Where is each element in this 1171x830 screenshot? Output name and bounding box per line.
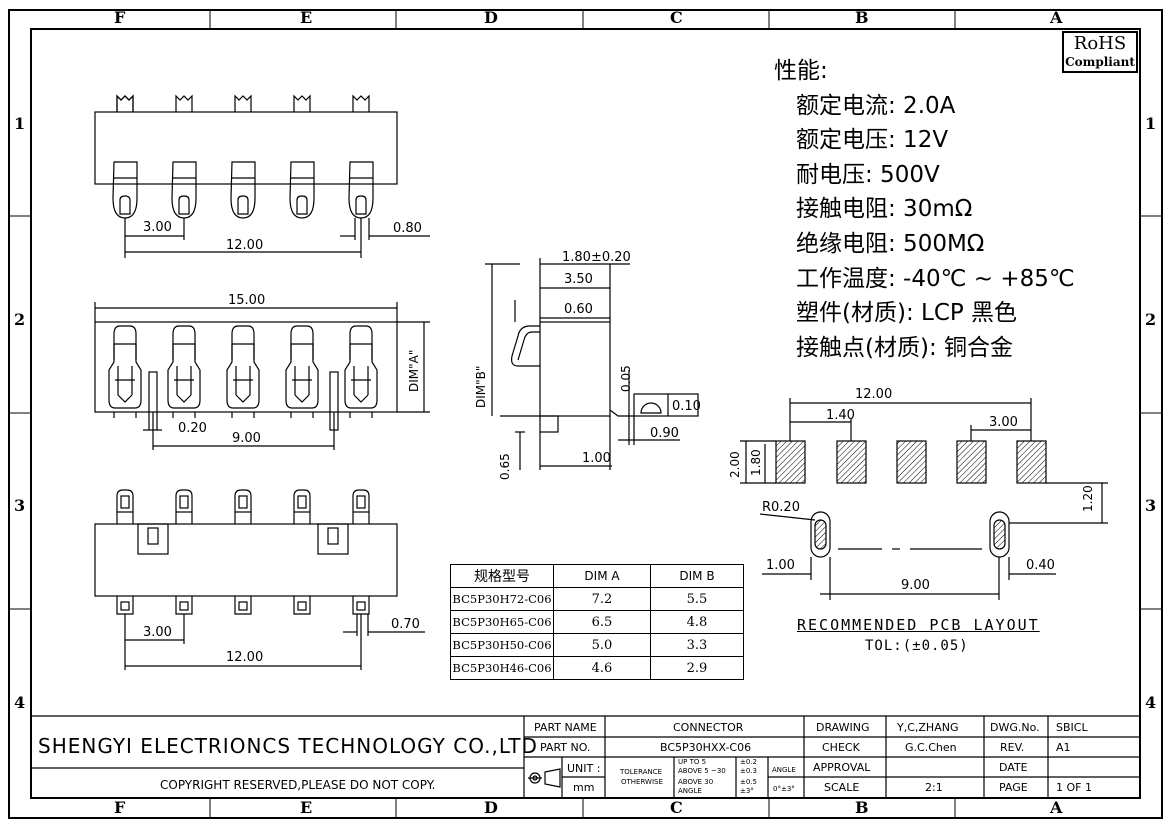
page-value: 1 OF 1 — [1056, 781, 1092, 794]
zone-col-f-top: F — [114, 8, 126, 27]
dim-table-header-cell: DIM A — [553, 564, 651, 588]
tol-up5-value: ±0.2 — [740, 758, 757, 766]
zone-col-a-top: A — [1050, 8, 1063, 27]
spec-list: 性能: 额定电流: 2.0A 额定电压: 12V 耐电压: 500V 接触电阻:… — [774, 54, 1075, 365]
zone-col-b-bottom: B — [855, 798, 869, 817]
dim-table-header-cell: 规格型号 — [450, 564, 554, 588]
table-row: BC5P30H72-C06 7.2 5.5 — [450, 587, 744, 611]
table-cell: BC5P30H72-C06 — [450, 587, 554, 611]
dim-table-header: 规格型号 DIM A DIM B — [450, 564, 744, 588]
table-cell: 2.9 — [650, 656, 744, 680]
tol-angle-value: ±3° — [740, 787, 754, 795]
date-label: DATE — [999, 761, 1028, 774]
tol-30-value: ±0.5 — [740, 778, 757, 786]
rohs-title: RoHS — [1073, 33, 1127, 54]
zone-row-1-left: 1 — [14, 114, 26, 133]
part-name-value: CONNECTOR — [673, 721, 744, 734]
table-row: BC5P30H65-C06 6.5 4.8 — [450, 610, 744, 634]
approval-label: APPROVAL — [813, 761, 871, 774]
pcb-layout-tolerance: TOL:(±0.05) — [865, 638, 969, 654]
zone-col-c-bottom: C — [670, 798, 683, 817]
zone-col-f-bottom: F — [114, 798, 126, 817]
zone-row-1-right: 1 — [1145, 114, 1157, 133]
spec-item: 接触点(材质): 铜合金 — [796, 334, 1014, 361]
check-label: CHECK — [822, 741, 860, 754]
tol-5-30: ABOVE 5 ~30 — [678, 767, 726, 775]
spec-item: 接触电阻: 30mΩ — [796, 196, 973, 223]
tol-30: ABOVE 30 — [678, 778, 714, 786]
tol-5-30-value: ±0.3 — [740, 767, 757, 775]
copyright-note: COPYRIGHT RESERVED,PLEASE DO NOT COPY. — [160, 778, 436, 792]
pcb-layout-title: RECOMMENDED PCB LAYOUT — [797, 616, 1040, 634]
zone-col-b-top: B — [855, 8, 869, 27]
rev-value: A1 — [1056, 741, 1071, 754]
zone-col-e-bottom: E — [300, 798, 313, 817]
tol-up5: UP TO 5 — [678, 758, 707, 766]
spec-item: 额定电流: 2.0A — [796, 92, 956, 119]
part-no-label: PART NO. — [540, 741, 591, 754]
part-no-value: BC5P30HXX-C06 — [660, 741, 752, 754]
unit-label: UNIT : — [567, 762, 601, 775]
table-cell: 4.8 — [650, 610, 744, 634]
check-value: G.C.Chen — [905, 741, 957, 754]
table-cell: BC5P30H46-C06 — [450, 656, 554, 680]
table-cell: 4.6 — [553, 656, 651, 680]
zone-row-3-right: 3 — [1145, 496, 1157, 515]
spec-item: 耐电压: 500V — [796, 161, 940, 188]
rohs-subtitle: Compliant — [1065, 55, 1135, 69]
dim-table-header-cell: DIM B — [650, 564, 744, 588]
dwg-no-value: SBICL — [1056, 721, 1088, 734]
angle-value: 0°±3° — [773, 785, 795, 793]
table-cell: 5.0 — [553, 633, 651, 657]
table-cell: 3.3 — [650, 633, 744, 657]
drawing-label: DRAWING — [816, 721, 870, 734]
company-name: SHENGYI ELECTRIONCS TECHNOLOGY CO.,LTD — [38, 734, 538, 758]
table-cell: BC5P30H50-C06 — [450, 633, 554, 657]
table-cell: BC5P30H65-C06 — [450, 610, 554, 634]
scale-label: SCALE — [824, 781, 860, 794]
tolerance-label-2: OTHERWISE — [621, 778, 663, 786]
zone-row-2-right: 2 — [1145, 310, 1157, 329]
zone-col-e-top: E — [300, 8, 313, 27]
zone-col-a-bottom: A — [1050, 798, 1063, 817]
zone-row-3-left: 3 — [14, 496, 26, 515]
rev-label: REV. — [1000, 741, 1025, 754]
zone-row-4-left: 4 — [14, 693, 26, 712]
spec-heading: 性能: — [774, 58, 828, 84]
angle-label: ANGLE — [772, 766, 796, 774]
tolerance-label: TOLERANCE — [620, 768, 663, 776]
page-label: PAGE — [999, 781, 1028, 794]
zone-col-d-bottom: D — [484, 798, 498, 817]
table-cell: 5.5 — [650, 587, 744, 611]
dim-table: 规格型号 DIM A DIM B BC5P30H72-C06 7.2 5.5 B… — [450, 564, 744, 680]
table-row: BC5P30H46-C06 4.6 2.9 — [450, 656, 744, 680]
spec-item: 绝缘电阻: 500MΩ — [796, 230, 985, 257]
drawing-value: Y,C,ZHANG — [897, 721, 959, 734]
unit-value: mm — [573, 781, 595, 794]
table-row: BC5P30H50-C06 5.0 3.3 — [450, 633, 744, 657]
zone-row-2-left: 2 — [14, 310, 26, 329]
rohs-badge: RoHS Compliant — [1062, 31, 1138, 73]
zone-row-4-right: 4 — [1145, 693, 1157, 712]
dwg-no-label: DWG.No. — [990, 721, 1040, 734]
spec-item: 塑件(材质): LCP 黑色 — [796, 300, 1018, 327]
scale-value: 2:1 — [925, 781, 943, 794]
tol-angle: ANGLE — [678, 787, 702, 795]
zone-col-d-top: D — [484, 8, 498, 27]
spec-item: 工作温度: -40℃ ~ +85℃ — [796, 265, 1075, 292]
part-name-label: PART NAME — [534, 721, 597, 734]
table-cell: 7.2 — [553, 587, 651, 611]
zone-col-c-top: C — [670, 8, 683, 27]
table-cell: 6.5 — [553, 610, 651, 634]
spec-item: 额定电压: 12V — [796, 127, 949, 154]
